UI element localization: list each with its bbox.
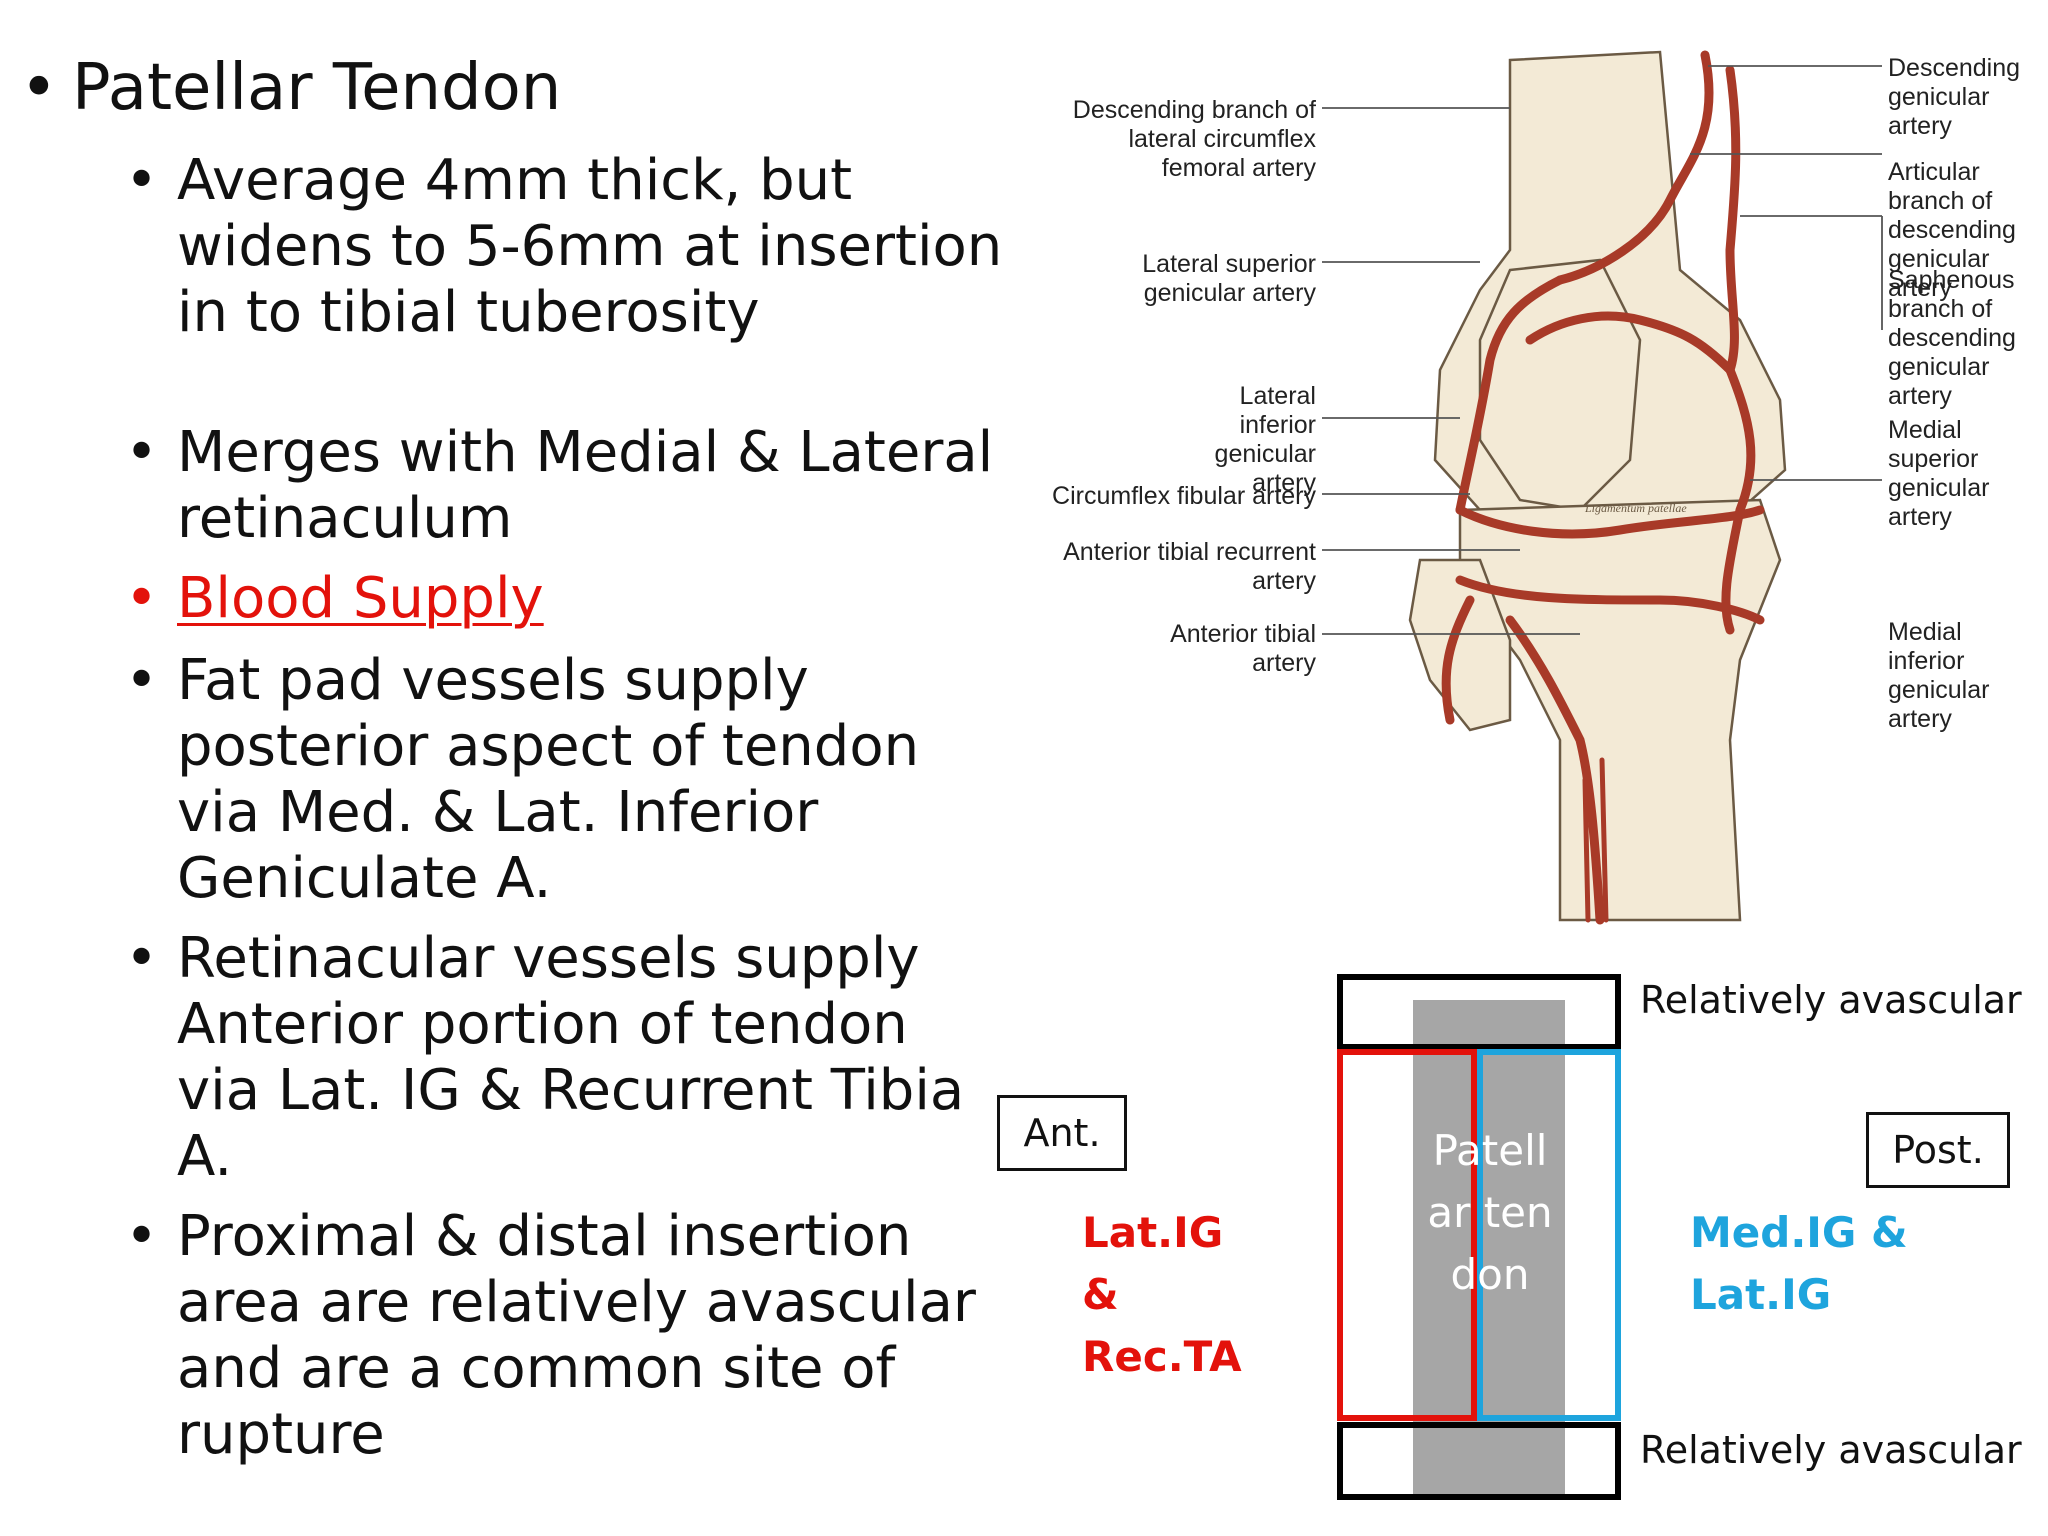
- label-anterior-tibial: Anterior tibial artery: [1170, 620, 1316, 677]
- articular-branch: [1525, 311, 1735, 375]
- bullet-text: Fat pad vessels supply posterior aspect …: [177, 648, 920, 911]
- bullet-text: Merges with Medial & Lateral retinaculum: [177, 420, 994, 551]
- label-descending-genicular: Descending genicular artery: [1888, 54, 2021, 140]
- bullet-text: Average 4mm thick, but widens to 5-6mm a…: [177, 148, 1003, 345]
- label-articular-branch: Articular branch of descending genicular…: [1888, 158, 2016, 302]
- label-lateral-inferior-genicular: Lateral inferior genicular artery: [1214, 382, 1316, 497]
- label-anterior-tibial-recurrent: Anterior tibial recurrent artery: [1063, 538, 1316, 595]
- tendon-label: Patellar tendon: [1427, 1126, 1553, 1299]
- label-lateral-superior-genicular: Lateral superior genicular artery: [1142, 250, 1316, 307]
- anterior-tibial-artery: [1505, 615, 1605, 925]
- bullet-dot: •: [125, 648, 159, 713]
- patellar-anastomosis: [1455, 505, 1765, 539]
- circumflex-fibular: [1441, 595, 1475, 725]
- knee-drawing: Ligamentum patellae: [1322, 50, 1883, 925]
- lateral-inferior-genicular: [1455, 575, 1765, 625]
- bullet-dot: •: [20, 51, 58, 125]
- bullet-retinacular-vessels: • Retinacular vessels supply Anterior po…: [125, 926, 1005, 1190]
- label-leader-lines: [1322, 65, 1883, 635]
- bullet-fat-pad: • Fat pad vessels supply posterior aspec…: [125, 648, 1005, 912]
- bullet-text: Retinacular vessels supply Anterior port…: [177, 926, 965, 1189]
- bullet-text: Blood Supply: [177, 566, 544, 631]
- bullet-text: Proximal & distal insertion area are rel…: [177, 1204, 976, 1467]
- bullet-retinaculum: • Merges with Medial & Lateral retinacul…: [125, 420, 1005, 552]
- ligament-label: Ligamentum patellae: [1584, 501, 1687, 515]
- anterior-label: Ant.: [997, 1095, 1127, 1171]
- anterior-supply-label: Lat.IG & Rec.TA: [1082, 1208, 1242, 1381]
- medial-superior-genicular: [1721, 365, 1756, 635]
- bullet-heading: Patellar Tendon: [72, 51, 562, 125]
- knee-artery-illustration: Ligamentum patellae: [1040, 40, 2040, 940]
- bottom-avascular-box: [1337, 1422, 1621, 1500]
- top-avascular-note: Relatively avascular: [1640, 978, 2022, 1022]
- label-saphenous-branch: Saphenous branch of descending genicular…: [1888, 266, 2016, 410]
- bullet-avascular: • Proximal & distal insertion area are r…: [125, 1204, 1005, 1468]
- bullet-dot: •: [125, 566, 159, 631]
- bullet-dot: •: [125, 1204, 159, 1269]
- artery-network: [1441, 50, 1765, 925]
- saphenous-branch: [1725, 65, 1741, 375]
- fibula-head: [1408, 558, 1512, 732]
- bullet-blood-supply: • Blood Supply: [125, 566, 1005, 632]
- label-medial-superior-genicular: Medial superior genicular artery: [1888, 416, 1990, 531]
- bullet-dot: •: [125, 420, 159, 485]
- bullet-dot: •: [125, 148, 159, 213]
- bullet-thickness: • Average 4mm thick, but widens to 5-6mm…: [125, 148, 1005, 346]
- posterior-supply-label: Med.IG & Lat.IG: [1690, 1208, 1908, 1319]
- posterior-supply-box: [1477, 1049, 1621, 1421]
- anterior-supply-box: [1337, 1049, 1477, 1421]
- bullet-list: • Patellar Tendon • Average 4mm thick, b…: [0, 0, 1002, 1536]
- label-circumflex-fibular: Circumflex fibular artery: [1052, 482, 1316, 510]
- lateral-superior-genicular: [1455, 275, 1565, 515]
- bottom-avascular-note: Relatively avascular: [1640, 1428, 2022, 1472]
- label-medial-inferior-genicular: Medial inferior genicular artery: [1888, 618, 1990, 733]
- posterior-label: Post.: [1866, 1112, 2010, 1188]
- label-descending-branch-lcfa: Descending branch of lateral circumflex …: [1072, 96, 1316, 182]
- descending-genicular-artery: [1555, 50, 1714, 285]
- top-avascular-box: [1337, 974, 1621, 1050]
- bullet-dot: •: [125, 926, 159, 991]
